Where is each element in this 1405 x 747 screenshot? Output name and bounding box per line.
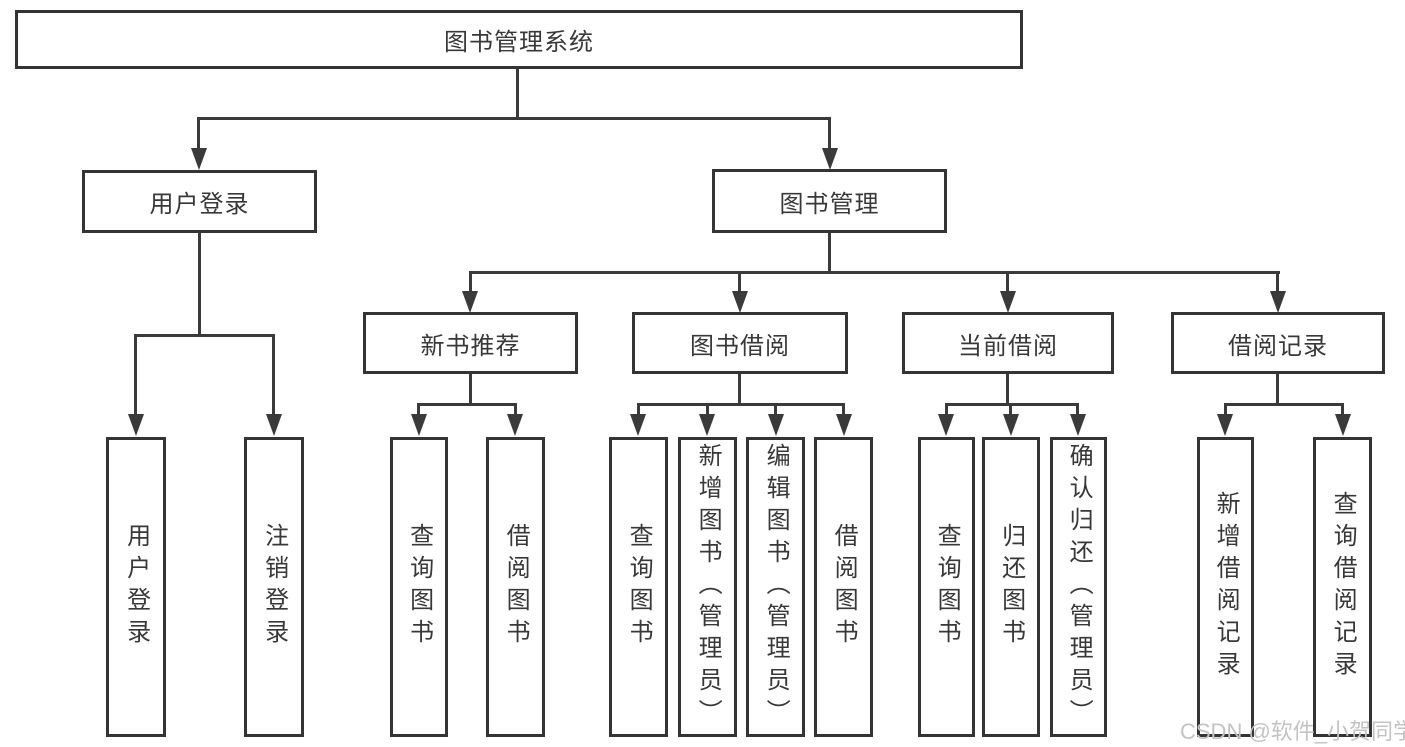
connector-line: [637, 403, 640, 417]
connector-line: [774, 403, 777, 417]
leaf-confirm-return-admin-label: 确认归还（管理员）: [1065, 443, 1093, 731]
leaf-borrow-books-label: 借阅图书: [830, 523, 858, 651]
leaf-edit-books-admin: 编辑图书（管理员）: [746, 437, 805, 737]
connector-line: [197, 117, 200, 151]
connector-line: [1009, 403, 1012, 417]
node-library-system: 图书管理系统: [15, 10, 1023, 69]
connector-line: [134, 334, 137, 418]
connector-line: [637, 403, 845, 406]
node-user-login: 用户登录: [82, 170, 317, 233]
connector-line: [469, 271, 1280, 274]
arrow-down-icon: [266, 414, 282, 436]
arrow-down-icon: [1070, 414, 1086, 436]
leaf-add-borrow-record: 新增借阅记录: [1197, 437, 1254, 737]
leaf-query-borrow-record-label: 查询借阅记录: [1329, 491, 1357, 683]
connector-line: [828, 233, 831, 273]
arrow-down-icon: [128, 414, 144, 436]
arrow-down-icon: [732, 291, 748, 313]
arrow-down-icon: [1217, 414, 1233, 436]
node-new-book-recommend-label: 新书推荐: [420, 332, 521, 360]
node-book-management-label: 图书管理: [779, 190, 880, 218]
node-borrowing-records-label: 借阅记录: [1228, 332, 1328, 360]
connector-line: [1076, 403, 1079, 417]
connector-line: [197, 117, 831, 120]
leaf-borrow-books: 借阅图书: [814, 437, 873, 737]
leaf-query-books-current: 查询图书: [918, 437, 975, 737]
leaf-confirm-return-admin: 确认归还（管理员）: [1050, 437, 1107, 737]
node-current-borrowing-label: 当前借阅: [958, 332, 1058, 360]
leaf-return-books-label: 归还图书: [997, 523, 1025, 651]
connector-line: [1276, 271, 1279, 293]
leaf-query-books-recommend-label: 查询图书: [405, 523, 433, 651]
node-book-management: 图书管理: [712, 169, 947, 233]
leaf-edit-books-admin-label: 编辑图书（管理员）: [762, 443, 790, 731]
connector-line: [738, 271, 741, 293]
node-borrowing-records: 借阅记录: [1171, 312, 1385, 374]
leaf-user-login-label: 用户登录: [122, 523, 150, 651]
connector-line: [134, 334, 275, 337]
node-current-borrowing: 当前借阅: [902, 312, 1114, 374]
leaf-query-borrow-record: 查询借阅记录: [1313, 437, 1372, 737]
arrow-down-icon: [938, 414, 954, 436]
connector-line: [706, 403, 709, 417]
node-user-login-label: 用户登录: [149, 191, 250, 218]
arrow-down-icon: [1000, 291, 1016, 313]
arrow-down-icon: [768, 414, 784, 436]
leaf-query-books-borrowing: 查询图书: [609, 437, 668, 737]
node-new-book-recommend: 新书推荐: [363, 312, 578, 374]
connector-line: [738, 374, 741, 405]
connector-line: [469, 374, 472, 405]
connector-line: [516, 69, 519, 120]
arrow-down-icon: [507, 414, 523, 436]
connector-line: [842, 403, 845, 417]
leaf-query-books-current-label: 查询图书: [933, 523, 961, 651]
leaf-return-books: 归还图书: [982, 437, 1040, 737]
arrow-down-icon: [630, 414, 646, 436]
arrow-down-icon: [191, 148, 207, 170]
connector-line: [1006, 374, 1009, 405]
connector-line: [198, 233, 201, 336]
node-library-system-label: 图书管理系统: [444, 29, 594, 56]
connector-line: [514, 403, 517, 417]
leaf-add-books-admin: 新增图书（管理员）: [678, 437, 737, 737]
leaf-add-borrow-record-label: 新增借阅记录: [1212, 491, 1240, 683]
arrow-down-icon: [836, 414, 852, 436]
connector-line: [1341, 403, 1344, 417]
connector-line: [417, 403, 420, 417]
leaf-borrow-books-recommend-label: 借阅图书: [502, 523, 530, 651]
connector-line: [1006, 271, 1009, 293]
leaf-borrow-books-recommend: 借阅图书: [486, 437, 545, 737]
arrow-down-icon: [822, 148, 838, 170]
connector-line: [828, 117, 831, 151]
arrow-down-icon: [1003, 414, 1019, 436]
node-book-borrowing-label: 图书借阅: [690, 332, 790, 360]
leaf-query-books-recommend: 查询图书: [390, 437, 448, 737]
arrow-down-icon: [699, 414, 715, 436]
connector-line: [418, 403, 517, 406]
leaf-add-books-admin-label: 新增图书（管理员）: [694, 443, 722, 731]
leaf-logout-label: 注销登录: [260, 523, 288, 651]
connector-line: [469, 271, 472, 293]
arrow-down-icon: [1270, 291, 1286, 313]
connector-line: [1276, 374, 1279, 405]
leaf-user-login: 用户登录: [106, 437, 166, 737]
connector-line: [945, 403, 1079, 406]
connector-line: [272, 334, 275, 418]
leaf-logout: 注销登录: [244, 437, 304, 737]
leaf-query-books-borrowing-label: 查询图书: [625, 523, 653, 651]
arrow-down-icon: [1335, 414, 1351, 436]
connector-line: [945, 403, 948, 417]
arrow-down-icon: [462, 291, 478, 313]
csdn-watermark: CSDN @软件_小贺同学: [1180, 719, 1405, 744]
connector-line: [1224, 403, 1344, 406]
connector-line: [1224, 403, 1227, 417]
node-book-borrowing: 图书借阅: [632, 312, 848, 374]
arrow-down-icon: [411, 414, 427, 436]
